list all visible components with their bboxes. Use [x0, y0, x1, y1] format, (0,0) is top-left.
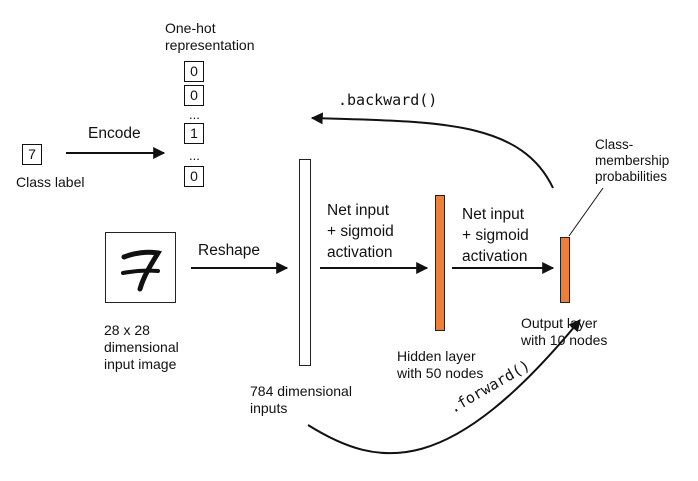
one-hot-title: One-hot representation	[165, 20, 255, 54]
net-input-1-line2: + sigmoid	[327, 223, 394, 240]
input-layer-caption: 784 dimensional inputs	[250, 383, 352, 417]
hidden-layer-caption: Hidden layer with 50 nodes	[397, 348, 483, 382]
one-hot-ellipsis: ...	[189, 148, 200, 163]
net-input-label-2: Net input + sigmoid activation	[462, 204, 529, 267]
input-layer-caption-line2: inputs	[250, 400, 288, 416]
input-layer-bar	[299, 159, 311, 366]
class-label-box: 7	[22, 144, 42, 165]
class-membership-line2: membership	[595, 153, 670, 168]
class-membership-line3: probabilities	[595, 169, 668, 184]
net-input-label-1: Net input + sigmoid activation	[327, 200, 394, 263]
output-layer-caption-line2: with 10 nodes	[521, 332, 608, 348]
input-image-caption-line3: input image	[104, 356, 177, 372]
reshape-label: Reshape	[198, 242, 261, 259]
output-layer-caption: Output layer with 10 nodes	[521, 315, 607, 349]
output-layer-bar	[560, 237, 570, 303]
class-membership-line1: Class-	[595, 137, 634, 152]
one-hot-cell: 0	[184, 166, 204, 187]
input-image-caption-line2: dimensional	[104, 339, 179, 355]
one-hot-ellipsis: ...	[189, 107, 200, 122]
input-image	[105, 232, 176, 303]
one-hot-cell: 1	[184, 123, 204, 144]
encode-label: Encode	[88, 125, 141, 142]
one-hot-cell: 0	[184, 85, 204, 106]
hidden-layer-caption-line2: with 50 nodes	[397, 365, 484, 381]
one-hot-title-line1: One-hot	[165, 20, 216, 36]
forward-arrow	[307, 319, 581, 455]
class-membership-label: Class- membership probabilities	[595, 137, 669, 185]
one-hot-cell: 0	[184, 61, 204, 82]
output-layer-caption-line1: Output layer	[521, 315, 598, 331]
backward-arrow	[310, 112, 554, 189]
class-membership-pointer	[568, 187, 604, 237]
handwritten-digit-seven-icon	[121, 249, 162, 292]
input-image-caption: 28 x 28 dimensional input image	[104, 322, 179, 373]
net-input-2-line3: activation	[462, 248, 528, 265]
input-layer-caption-line1: 784 dimensional	[250, 383, 352, 399]
hidden-layer-caption-line1: Hidden layer	[397, 348, 476, 364]
class-label-caption: Class label	[16, 174, 85, 190]
hidden-layer-bar	[435, 195, 445, 331]
net-input-2-line2: + sigmoid	[462, 227, 529, 244]
one-hot-title-line2: representation	[165, 37, 255, 53]
input-image-caption-line1: 28 x 28	[104, 322, 150, 338]
backward-label: .backward()	[338, 91, 438, 109]
net-input-1-line1: Net input	[327, 202, 390, 219]
net-input-2-line1: Net input	[462, 206, 525, 223]
net-input-1-line3: activation	[327, 244, 393, 261]
